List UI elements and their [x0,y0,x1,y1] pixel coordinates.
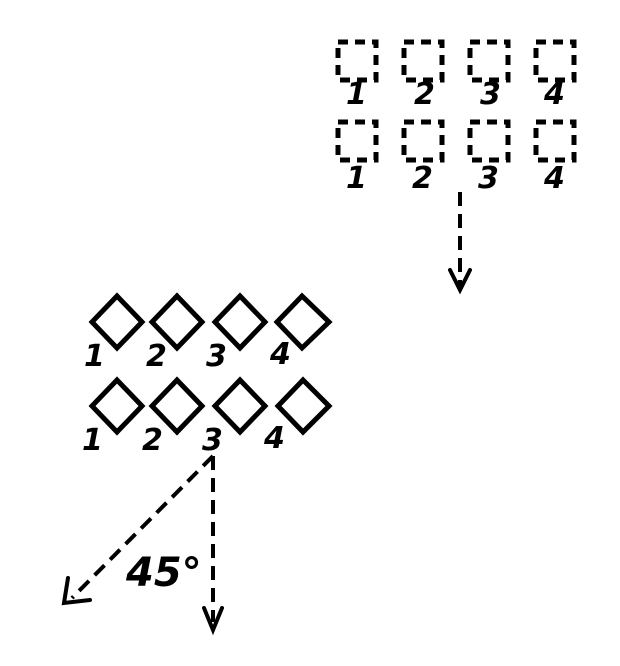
bottom-row-1-label-1: 1 [84,339,105,374]
dashed-square-3 [467,119,511,163]
top-row-1-label-1: 1 [346,77,367,112]
downward-dashed-arrow [448,192,472,295]
dashed-square-1 [335,39,379,83]
top-row-1-label-3: 3 [480,77,501,112]
dashed-square-4 [533,119,577,163]
dashed-square-3 [467,39,511,83]
diamond-3 [211,376,269,436]
bottom-row-1-label-3: 3 [206,339,227,374]
bottom-row-2-label-2: 2 [142,423,163,458]
diamond-2 [148,292,206,352]
bottom-row-1-label-2: 2 [146,339,167,374]
diamond-1 [88,292,146,352]
bottom-row-2-label-1: 1 [82,423,103,458]
top-row-2-label-1: 1 [346,161,367,196]
diamond-3 [211,292,269,352]
diamond-4 [273,292,333,352]
dashed-square-2 [401,119,445,163]
diagonal-dashed-arrow [61,454,215,606]
angle-label: 45° [125,550,202,596]
top-row-1-label-4: 4 [543,77,565,112]
arrowhead-icon [61,576,92,606]
arrowhead-icon [202,606,224,636]
arrowhead-icon [448,268,472,295]
top-grid-row-1: 1 2 3 4 [335,39,577,112]
top-grid-row-2: 1 2 3 4 [335,119,577,196]
bottom-grid-row-2: 1 2 3 4 [82,376,333,458]
bottom-row-2-label-3: 3 [202,423,223,458]
bottom-row-1-label-4: 4 [269,337,291,372]
diamond-4 [274,376,333,436]
diamond-1 [88,376,146,436]
diamond-2 [148,376,206,436]
bottom-grid-row-1: 1 2 3 4 [84,292,333,374]
top-row-2-label-3: 3 [478,161,499,196]
top-row-1-label-2: 2 [414,77,435,112]
vertical-dashed-arrow [202,456,224,636]
bottom-row-2-label-4: 4 [263,421,285,456]
dashed-square-4 [533,39,577,83]
top-row-2-label-4: 4 [543,161,565,196]
dashed-square-1 [335,119,379,163]
dashed-square-2 [401,39,445,83]
top-row-2-label-2: 2 [412,161,433,196]
